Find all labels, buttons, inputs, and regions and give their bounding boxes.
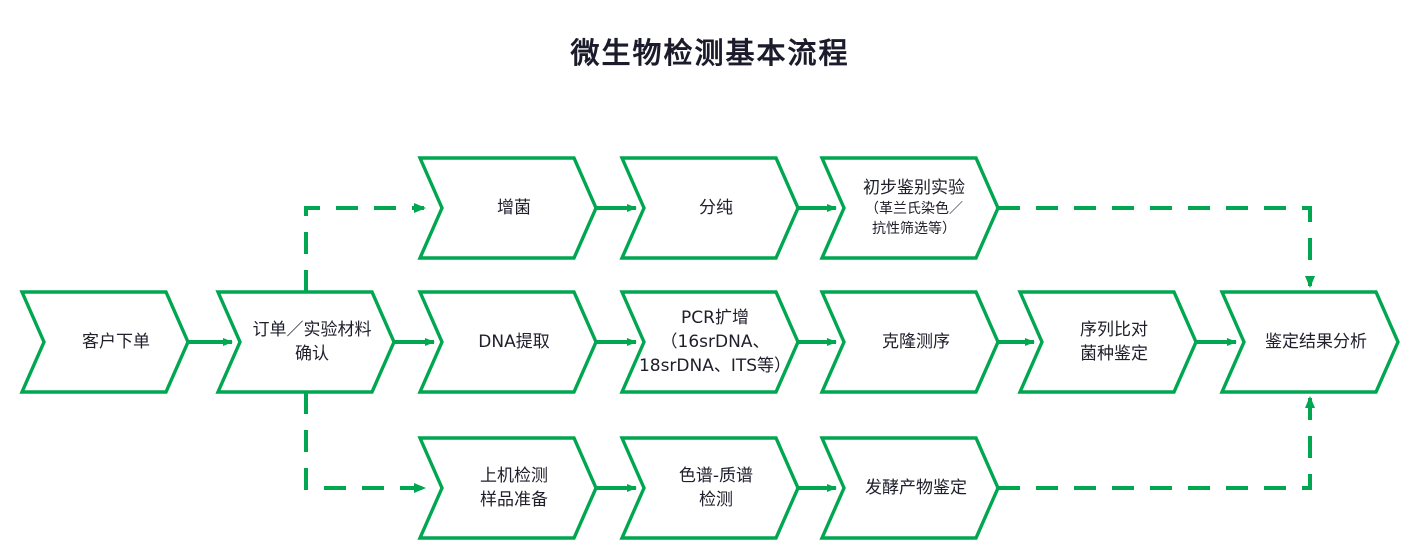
node-shape-n3	[417, 290, 598, 394]
node-shape-b3	[819, 436, 1000, 540]
node-shape-n6	[1017, 290, 1198, 394]
node-shape-b2	[619, 436, 800, 540]
edge-n2-t1	[304, 203, 426, 292]
node-shape-b1	[417, 436, 598, 540]
node-shape-t2	[619, 156, 800, 260]
node-shape-n5	[819, 290, 1000, 394]
edge-t3-n7	[998, 206, 1315, 288]
node-shape-t1	[417, 156, 598, 260]
node-shape-n4	[619, 290, 800, 394]
node-shape-n2	[215, 290, 396, 394]
edge-b3-n7	[998, 396, 1315, 490]
node-shape-n1	[19, 290, 190, 394]
node-shape-n7	[1219, 290, 1400, 394]
edge-n2-b1	[304, 392, 426, 493]
node-shape-t3	[819, 156, 1000, 260]
page-title: 微生物检测基本流程	[570, 36, 850, 70]
